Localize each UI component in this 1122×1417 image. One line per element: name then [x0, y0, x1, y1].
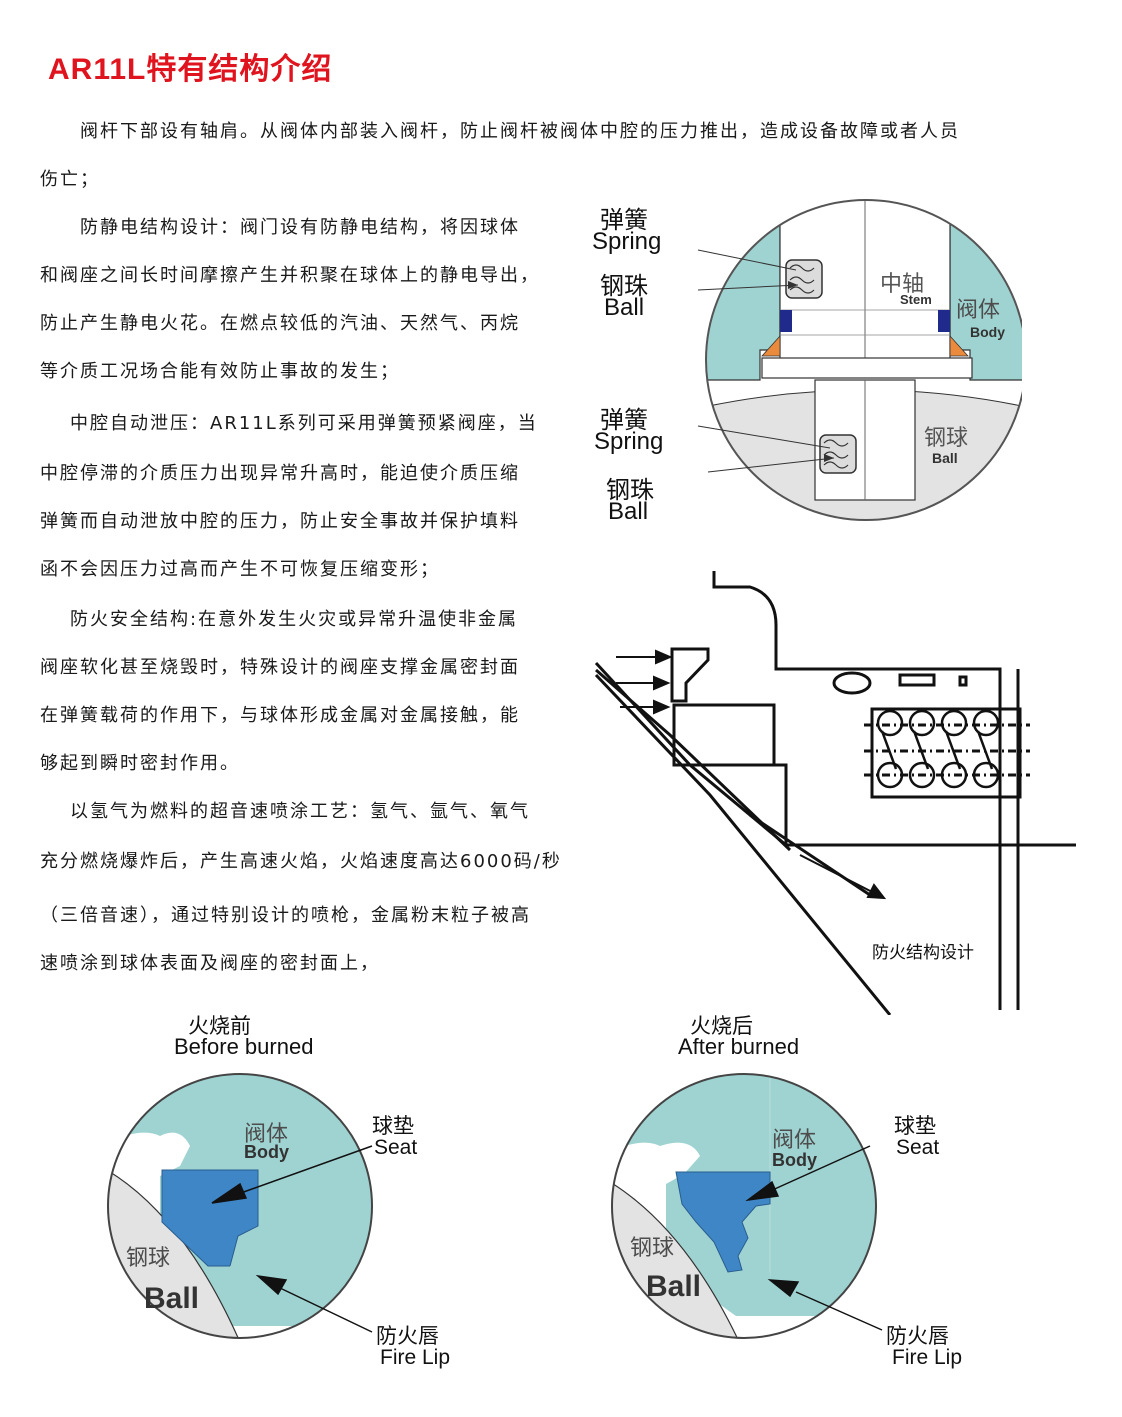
after-burned-diagram: [611, 1073, 883, 1339]
before-body-cn: 阀体: [244, 1122, 289, 1147]
title-text: 特有结构介绍: [146, 52, 333, 87]
ball-label-en: Ball: [604, 294, 645, 321]
before-seat-cn: 球垫: [372, 1114, 414, 1138]
para1-line2: 伤亡；: [40, 169, 100, 190]
after-ball-en: Ball: [646, 1270, 702, 1303]
after-body-en: Body: [772, 1150, 817, 1170]
stem-label-en: Stem: [900, 292, 932, 307]
after-lip-en: Fire Lip: [892, 1346, 963, 1369]
para2-line3: 防止产生静电火花。在燃点较低的汽油、天然气、丙烷: [40, 313, 520, 334]
before-ball-en: Ball: [144, 1282, 200, 1315]
para4-line2: 阀座软化甚至烧毁时，特殊设计的阀座支撑金属密封面: [40, 657, 520, 678]
before-lip-cn: 防火唇: [376, 1324, 439, 1348]
para3-line3: 弹簧而自动泄放中腔的压力，防止安全事故并保护填料: [40, 511, 520, 532]
after-seat-en: Seat: [896, 1136, 940, 1159]
spring2-label-cn: 弹簧: [600, 406, 648, 434]
after-body-cn: 阀体: [772, 1128, 817, 1153]
para3-line1: 中腔自动泄压：AR11L系列可采用弹簧预紧阀座，当: [70, 413, 538, 434]
para5-line4: 速喷涂到球体表面及阀座的密封面上，: [40, 953, 380, 974]
title-model: AR11L: [48, 53, 147, 86]
para2-line4: 等介质工况场合能有效防止事故的发生；: [40, 361, 400, 382]
para2-line2: 和阀座之间长时间摩擦产生并积聚在球体上的静电导出，: [40, 265, 540, 286]
para3-line4: 函不会因压力过高而产生不可恢复压缩变形；: [40, 559, 440, 580]
fire-safe-caption: 防火结构设计: [872, 943, 974, 963]
after-title-cn: 火烧后: [690, 1014, 753, 1038]
after-seat-cn: 球垫: [894, 1114, 936, 1138]
antistatic-diagram: [697, 199, 1022, 521]
body-label-en: Body: [970, 324, 1005, 340]
spring-label-en: Spring: [592, 228, 662, 255]
para2-line1: 防静电结构设计：阀门设有防静电结构，将因球体: [80, 217, 520, 238]
body-label-cn: 阀体: [956, 298, 1001, 323]
before-ball-cn: 钢球: [126, 1246, 171, 1271]
stem-label-cn: 中轴: [880, 272, 925, 297]
ball3-label-cn: 钢珠: [606, 476, 654, 504]
before-seat-en: Seat: [374, 1136, 418, 1159]
steel-ball-label-cn: 钢球: [924, 426, 969, 451]
para5-line3: （三倍音速），通过特别设计的喷枪，金属粉末粒子被高: [40, 905, 531, 926]
ball3-label-en: Ball: [608, 498, 649, 525]
after-lip-cn: 防火唇: [886, 1324, 949, 1348]
para4-line3: 在弹簧载荷的作用下，与球体形成金属对金属接触，能: [40, 705, 520, 726]
before-title-en: Before burned: [174, 1034, 314, 1059]
before-burned-diagram: [107, 1073, 373, 1339]
after-ball-cn: 钢球: [630, 1236, 675, 1261]
steel-ball-label-en: Ball: [932, 450, 958, 466]
ball-label-cn: 钢珠: [600, 272, 648, 300]
para1-line1: 阀杆下部设有轴肩。从阀体内部装入阀杆，防止阀杆被阀体中腔的压力推出，造成设备故障…: [80, 121, 960, 142]
para4-line1: 防火安全结构:在意外发生火灾或异常升温使非金属: [70, 609, 519, 630]
para4-line4: 够起到瞬时密封作用。: [40, 753, 240, 774]
spring-label-cn: 弹簧: [600, 206, 648, 234]
before-body-en: Body: [244, 1142, 289, 1162]
before-title-cn: 火烧前: [188, 1014, 251, 1038]
para5-line1: 以氢气为燃料的超音速喷涂工艺：氢气、氩气、氧气: [70, 801, 530, 822]
para3-line2: 中腔停滞的介质压力出现异常升高时，能迫使介质压缩: [40, 463, 520, 484]
before-lip-en: Fire Lip: [380, 1346, 451, 1369]
page-title: AR11L特有结构介绍: [48, 44, 332, 88]
after-title-en: After burned: [678, 1034, 800, 1059]
spring2-label-en: Spring: [594, 428, 664, 455]
para5-line2: 充分燃烧爆炸后，产生高速火焰，火焰速度高达6000码/秒: [40, 851, 562, 872]
fire-safe-diagram: [594, 571, 1076, 1015]
